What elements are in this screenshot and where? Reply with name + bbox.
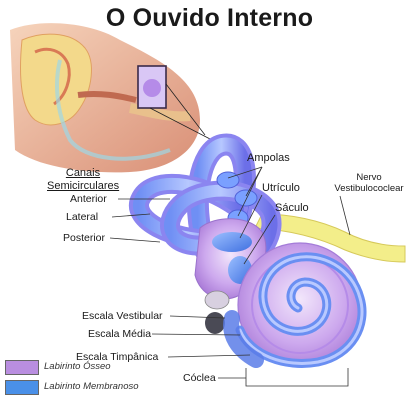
- vestibule: [194, 218, 267, 334]
- label-escala-media: Escala Média: [88, 328, 152, 340]
- utricle: [212, 232, 252, 252]
- ear-overview-thumbnail: [10, 23, 213, 173]
- page-title: O Ouvido Interno: [105, 4, 314, 32]
- label-coclea: Cóclea: [183, 372, 216, 384]
- vestibulocochlear-nerve: [254, 213, 406, 263]
- label-escala-vestibular: Escala Vestibular: [82, 310, 163, 322]
- cochlea: [223, 242, 367, 368]
- label-anterior: Anterior: [70, 193, 107, 205]
- label-canais-semicirculares-text: Canais Semicirculares: [47, 167, 120, 192]
- ampulla: [216, 171, 240, 189]
- label-canais-semicirculares: Canais Semicirculares: [47, 167, 119, 193]
- label-posterior: Posterior: [63, 232, 106, 244]
- legend-label-bony: Labirinto Ósseo: [44, 361, 111, 372]
- label-ampolas: Ampolas: [247, 152, 290, 164]
- legend-swatch-bony: [5, 360, 39, 375]
- leader-lines: [109, 166, 351, 387]
- label-lateral: Lateral: [66, 211, 99, 223]
- label-escala-timpanica: Escala Timpânica: [76, 351, 159, 363]
- ampulla: [234, 189, 258, 207]
- label-nervo-vestibulococlear: Nervo Vestibulococlear: [334, 172, 404, 194]
- legend-swatch-membranous: [5, 380, 39, 395]
- legend-label-membranous: Labirinto Membranoso: [44, 381, 139, 392]
- label-utriculo: Utrículo: [262, 182, 300, 194]
- label-saculo: Sáculo: [275, 202, 309, 214]
